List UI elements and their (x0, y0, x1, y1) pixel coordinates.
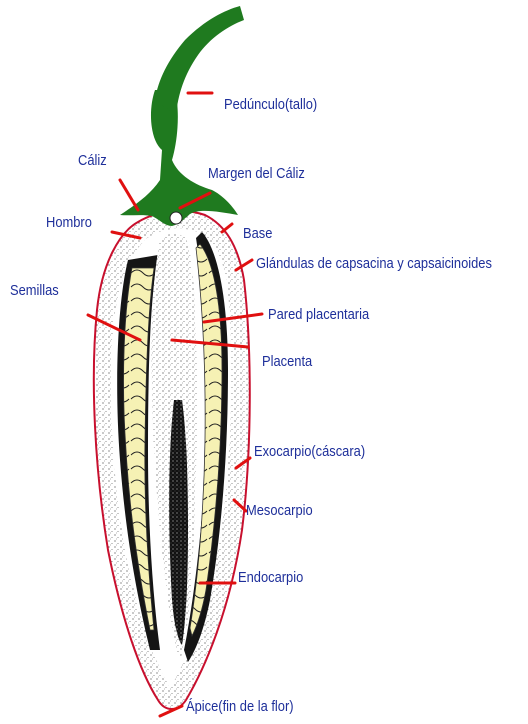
label-glands: Glándulas de capsacina y capsaicinoides (256, 255, 492, 273)
label-exocarp: Exocarpio(cáscara) (254, 443, 365, 461)
leader-base (222, 224, 232, 232)
label-apex: Ápice(fin de la flor) (186, 698, 294, 716)
label-seeds: Semillas (10, 282, 59, 300)
calyx-shape (120, 90, 238, 226)
label-mesocarp: Mesocarpio (246, 502, 313, 520)
label-base: Base (243, 225, 272, 243)
label-peduncle: Pedúnculo(tallo) (224, 96, 317, 114)
leader-calyx (120, 180, 138, 210)
label-endocarp: Endocarpio (238, 569, 303, 587)
label-calyx: Cáliz (78, 152, 107, 170)
label-placental-wall: Pared placentaria (268, 306, 369, 324)
label-calyx-margin: Margen del Cáliz (208, 165, 305, 183)
label-placenta: Placenta (262, 353, 312, 371)
label-shoulder: Hombro (46, 214, 92, 232)
